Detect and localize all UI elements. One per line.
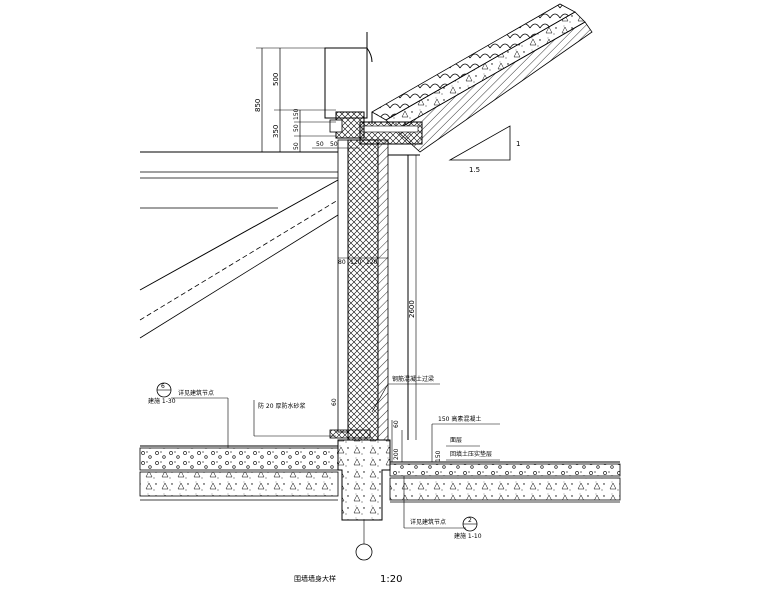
dim-150b: 150	[435, 450, 442, 462]
dim-50d: 50	[330, 141, 338, 148]
right-callouts: 钢筋混凝土过梁 150 高素混凝土 面层 回填土压实垫层	[371, 375, 500, 462]
dim-60a: 60	[331, 398, 338, 406]
dim-50a: 50	[293, 124, 300, 132]
left-slope	[139, 151, 339, 339]
drawing-caption: 围墙墙身大样 1:20	[294, 574, 402, 585]
right-label-b: 回填土压实垫层	[450, 450, 492, 458]
caption-title: 围墙墙身大样	[294, 574, 336, 583]
axis-marker	[355, 520, 373, 561]
dim-200: 200	[393, 448, 400, 460]
roof-section	[324, 3, 593, 153]
slope-run-label: 1.5	[469, 166, 480, 174]
bottom-ref-sheet: 建施 1-10	[454, 532, 482, 540]
dim-350: 350	[272, 125, 280, 138]
caption-scale: 1:20	[380, 574, 402, 585]
left-callout: 6 建施 1-30 详见建筑节点	[148, 382, 229, 448]
dim-50b: 50	[293, 142, 300, 150]
dim-120a: 120	[350, 259, 362, 266]
dim-120b: 120	[366, 259, 378, 266]
right-top-note: 钢筋混凝土过梁	[392, 375, 434, 383]
slope-indicator: 1 1.5	[448, 125, 520, 174]
dim-150: 150	[293, 108, 300, 120]
ground-layers	[139, 445, 621, 503]
left-ref-sheet: 建施 1-30	[148, 397, 176, 405]
left-ref-num: 6	[161, 383, 165, 390]
dimension-texts: 850 500 350 150 50 50 50 50 80 120 120 2…	[254, 73, 442, 462]
dimension-lines	[256, 47, 417, 462]
dim-50c: 50	[316, 141, 324, 148]
wall-callout: 防 20 厚防水砂浆	[253, 400, 336, 437]
slope-rise-label: 1	[516, 140, 520, 148]
bottom-callout: 详见建筑节点 2 建施 1-10	[403, 476, 482, 540]
left-note: 详见建筑节点	[178, 389, 214, 397]
right-mid-note: 150 高素混凝土	[438, 415, 481, 423]
dim-500: 500	[272, 73, 280, 86]
right-label-a: 面层	[450, 437, 462, 444]
wall-body	[329, 111, 420, 521]
dim-2600: 2600	[408, 300, 416, 318]
bottom-note: 详见建筑节点	[410, 518, 446, 526]
dim-60b: 60	[393, 420, 400, 428]
bottom-ref-num: 2	[468, 517, 472, 524]
wall-note: 防 20 厚防水砂浆	[258, 402, 305, 410]
dim-80: 80	[338, 259, 346, 266]
dim-850: 850	[254, 99, 262, 112]
